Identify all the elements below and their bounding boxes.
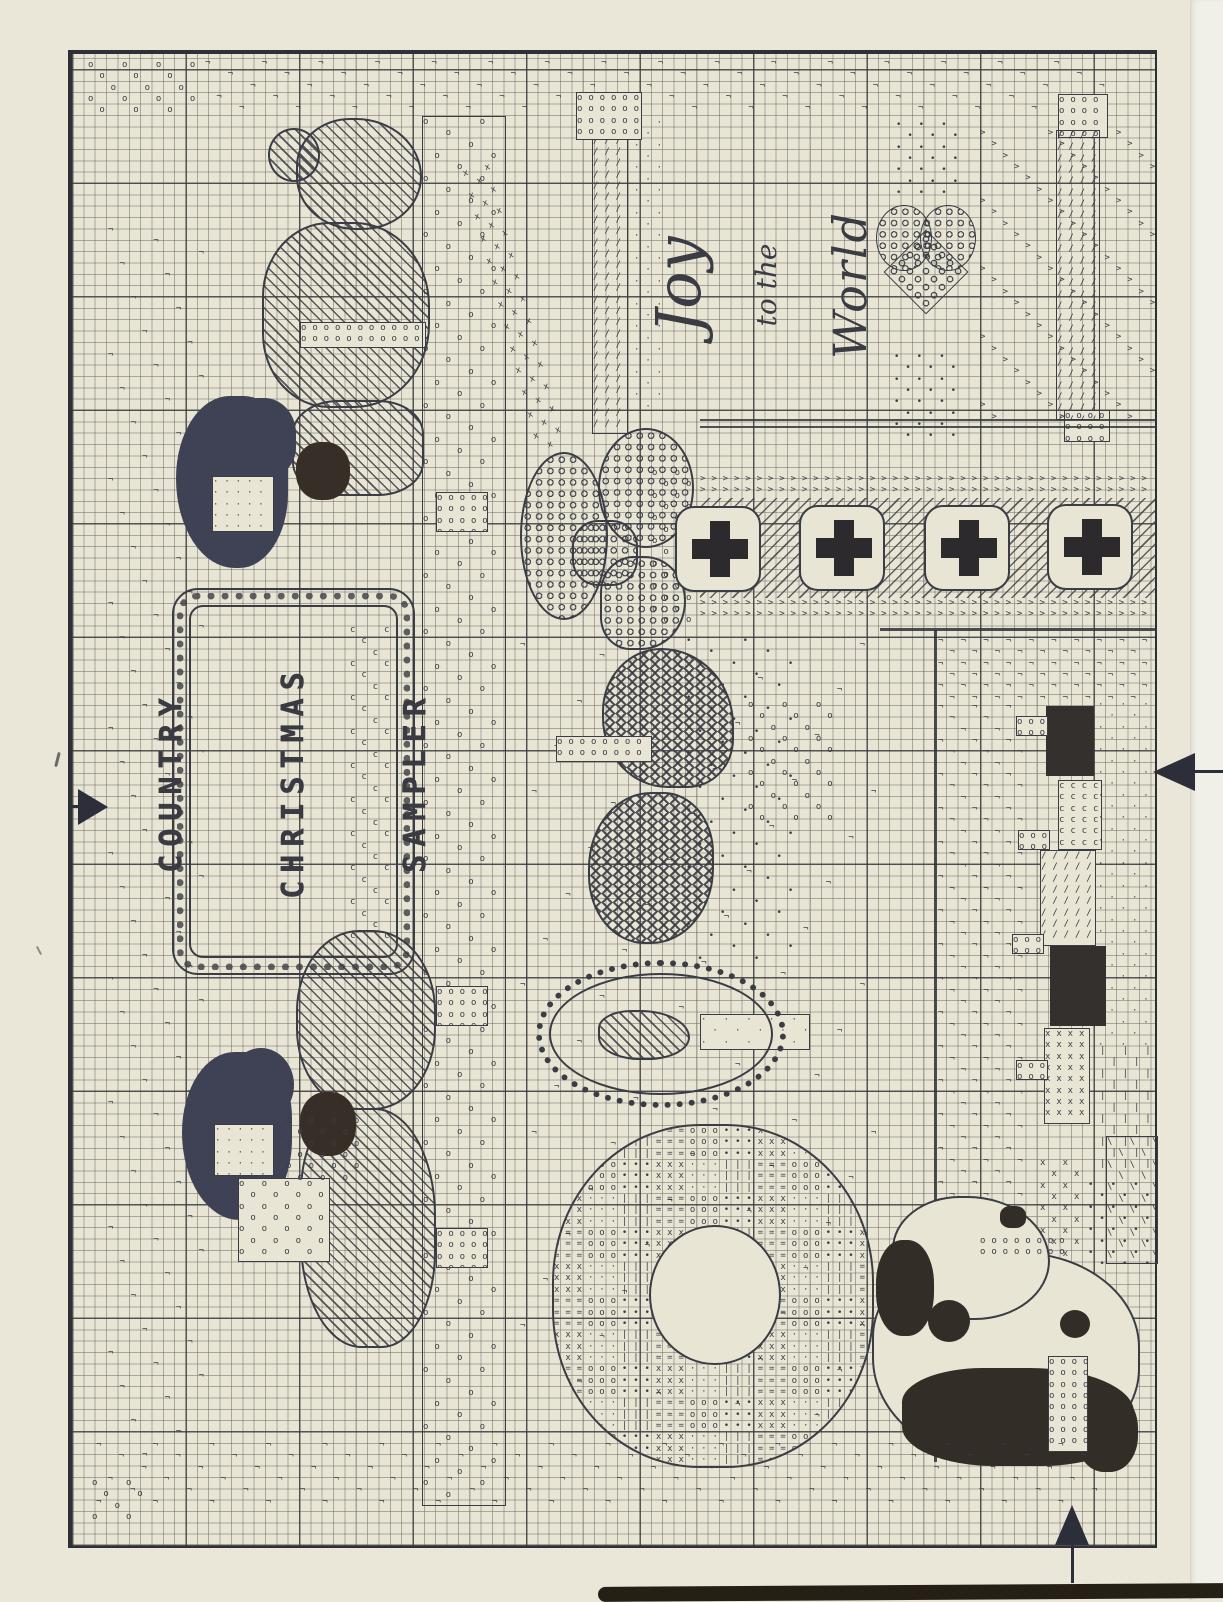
flower-top-center: oooooo oooooo oooooo oooooo <box>576 92 642 140</box>
goose-neck <box>226 398 296 476</box>
window-rings-4: ooo ooo <box>1016 1060 1048 1080</box>
sampler-sign-frame <box>172 588 415 975</box>
dog-muzzle-rings: oooooooo oooooooo <box>980 1236 1066 1258</box>
pole-berries-2: ooooo ooooo ooooo ooooo <box>436 986 488 1026</box>
goose2-rings-b: o o o o o o o o o o o o o o o o o o o o … <box>286 1116 366 1182</box>
patchwork-wreath: xxx···|||===ooo•••xxx···|||= xxx···|||==… <box>552 1124 874 1468</box>
goose-head-dark <box>296 442 350 500</box>
oval-wreath <box>536 960 786 1108</box>
pole-berries-3: ooooo ooooo ooooo ooooo <box>436 1228 488 1268</box>
goose2-wing-dots: ····· ····· ····· ····· ····· <box>214 1124 274 1176</box>
swag-dots: · · · · · · · · · · · · · · · · · · · · … <box>634 118 668 412</box>
center-arrow-bottom-head <box>1055 1505 1089 1545</box>
window-rings-2: ooo ooo <box>1018 830 1050 850</box>
center-arrow-bottom-line <box>1071 1543 1074 1583</box>
berry-cluster-bottom: • • • • • • • • • • • • • • • • • • • • … <box>894 352 962 442</box>
bottom-scallop-row: ¬ ¬ ¬ ¬ ¬ ¬ ¬ ¬ ¬ ¬ ¬ ¬ ¬ ¬ ¬ ¬ ¬ ¬ ¬ ¬ … <box>96 1440 1104 1504</box>
goose2-head-dark <box>300 1092 356 1156</box>
berry-cluster-top: • • • • • • • • • • • • • • • • • • • • … <box>896 120 958 199</box>
black-cross-1 <box>675 506 761 592</box>
cross-horizontal-bar <box>941 538 997 558</box>
page-right-edge <box>1190 0 1223 1600</box>
fan-lower <box>588 792 714 944</box>
oval-inner-border <box>549 973 773 1095</box>
stitch-grid <box>68 50 1157 1548</box>
pen-mark-left-margin <box>54 751 61 768</box>
house-x-block: xxxx xxxx xxxx xxxx xxxx xxxx xxxx xxxx <box>1044 1028 1090 1124</box>
house-c-block: cccc cccc cccc cccc cccc cccc <box>1058 780 1102 850</box>
bracket-rows-top: ¬ ¬ ¬ ¬ ¬ ¬ ¬ ¬ ¬ ¬ ¬ ¬ ¬ ¬ ¬ ¬ ¬ ¬ ¬ ¬ … <box>938 636 1154 702</box>
black-cross-2 <box>799 505 885 591</box>
band-chevron-top: >>>>>>>>>>>>>>>>>>>>>>>>>>>>>>>>>>>>>>>>… <box>700 474 1153 496</box>
center-arrow-right-line <box>1195 770 1223 773</box>
black-cross-4 <box>1047 504 1133 590</box>
hanging-rod <box>700 419 1156 428</box>
house-bar-field: | | | | | | | | | | | | | | | | | | | | … <box>1100 1046 1156 1170</box>
dog-nose <box>1000 1206 1026 1228</box>
bear2-body <box>296 930 436 1110</box>
black-cross-3 <box>924 505 1010 591</box>
goose2-rings-a: o o o o o o o o o o o o o o o o o o o o … <box>238 1178 330 1262</box>
garland-pole: o o o o o o o o o o o o o o o o o o o o … <box>422 116 506 1506</box>
book-edge-shadow <box>597 1583 1223 1602</box>
pole-berries-1: ooooo ooooo ooooo ooooo <box>436 492 488 532</box>
berry-branch: • • • • • • • • • • • • • • • • • • • • … <box>686 636 793 964</box>
section-line-h <box>880 628 1157 631</box>
cross-horizontal-bar <box>692 539 748 559</box>
dog-collar-rings: oooo oooo oooo oooo oooo oooo oooo oooo <box>1048 1356 1088 1452</box>
window-rings-3: ooo ooo <box>1012 934 1044 954</box>
snowflake-trail-left: ¬ ¬ ¬ ¬ ¬ ¬ ¬ ¬ ¬ ¬ ¬ ¬ ¬ ¬ ¬ ¬ <box>108 225 208 1461</box>
pen-mark-left-margin-2 <box>36 946 42 955</box>
center-arrow-left-line <box>68 805 82 808</box>
bracket-ladder: ¬ ¬ ¬ ¬ ¬ ¬ ¬ ¬ ¬ ¬ ¬ ¬ ¬ ¬ ¬ ¬ ¬ ¬ ¬ ¬ … <box>938 702 1029 1257</box>
rings-row-left: oooooooo oooooooo <box>556 736 652 762</box>
rings-patch-mid: o o o o o o o o o o o o o o o o o o o o … <box>748 700 839 824</box>
center-arrow-right-head <box>1153 753 1195 791</box>
top-scallop-row: ¬ ¬ ¬ ¬ ¬ ¬ ¬ ¬ ¬ ¬ ¬ ¬ ¬ ¬ ¬ ¬ ¬ ¬ ¬ ¬ … <box>205 58 1110 114</box>
dog-eye-patch <box>928 1300 970 1342</box>
section-line-v <box>934 630 937 1462</box>
dog-ear <box>876 1240 934 1336</box>
tree-chevrons-right: > > > > > > > > > > > > > > > > > > > > … <box>980 128 1155 422</box>
tree-trunk-right: //// //// //// //// //// //// //// //// … <box>1056 130 1100 420</box>
tree-bottom-right: \ \ \ \ \ \ \ \ \ \ \ \ \ \ \ \ \ \ \ \ … <box>1106 1136 1158 1264</box>
corner-rings-bottom-left: o o o o o o o <box>92 1478 148 1520</box>
goose-wing-dots: ····· ····· ····· ····· ····· <box>212 476 274 532</box>
house-window-solid-2 <box>1050 946 1106 1026</box>
window-rings-1: ooo ooo <box>1016 716 1048 736</box>
wreath-hole <box>649 1224 781 1365</box>
house-window-solid-1 <box>1046 706 1094 776</box>
bear-scarf-rings: ooooooooooo ooooooooooo <box>300 322 426 348</box>
band-chevron-bottom: >>>>>>>>>>>>>>>>>>>>>>>>>>>>>>>>>>>>>>>>… <box>700 598 1153 620</box>
goose2-neck <box>228 1048 294 1122</box>
corner-rings-top-left: o o o o o o o o o o o o o o o o o <box>88 60 202 116</box>
center-arrow-left-head <box>78 789 108 825</box>
swag-ribbon: /// /// /// /// /// /// /// /// /// /// … <box>592 112 628 434</box>
cross-horizontal-bar <box>816 538 872 558</box>
sampler-sign-inner-border <box>189 605 398 958</box>
bear-head <box>296 118 422 230</box>
house-dot-field: · · · · · · · · · · · · · · · · · · · · … <box>1098 700 1155 1050</box>
fan-upper <box>602 648 734 788</box>
house-roof-hatch: ///// ///// ///// ///// ///// ///// ////… <box>1040 850 1096 946</box>
bow-tail <box>600 556 686 650</box>
bear-body <box>262 222 430 408</box>
cross-horizontal-bar <box>1064 537 1120 557</box>
berry-block-right: • • • • • • • • • • • • • • • • • • • • … <box>1088 1180 1156 1270</box>
dog-spot <box>1060 1310 1090 1338</box>
